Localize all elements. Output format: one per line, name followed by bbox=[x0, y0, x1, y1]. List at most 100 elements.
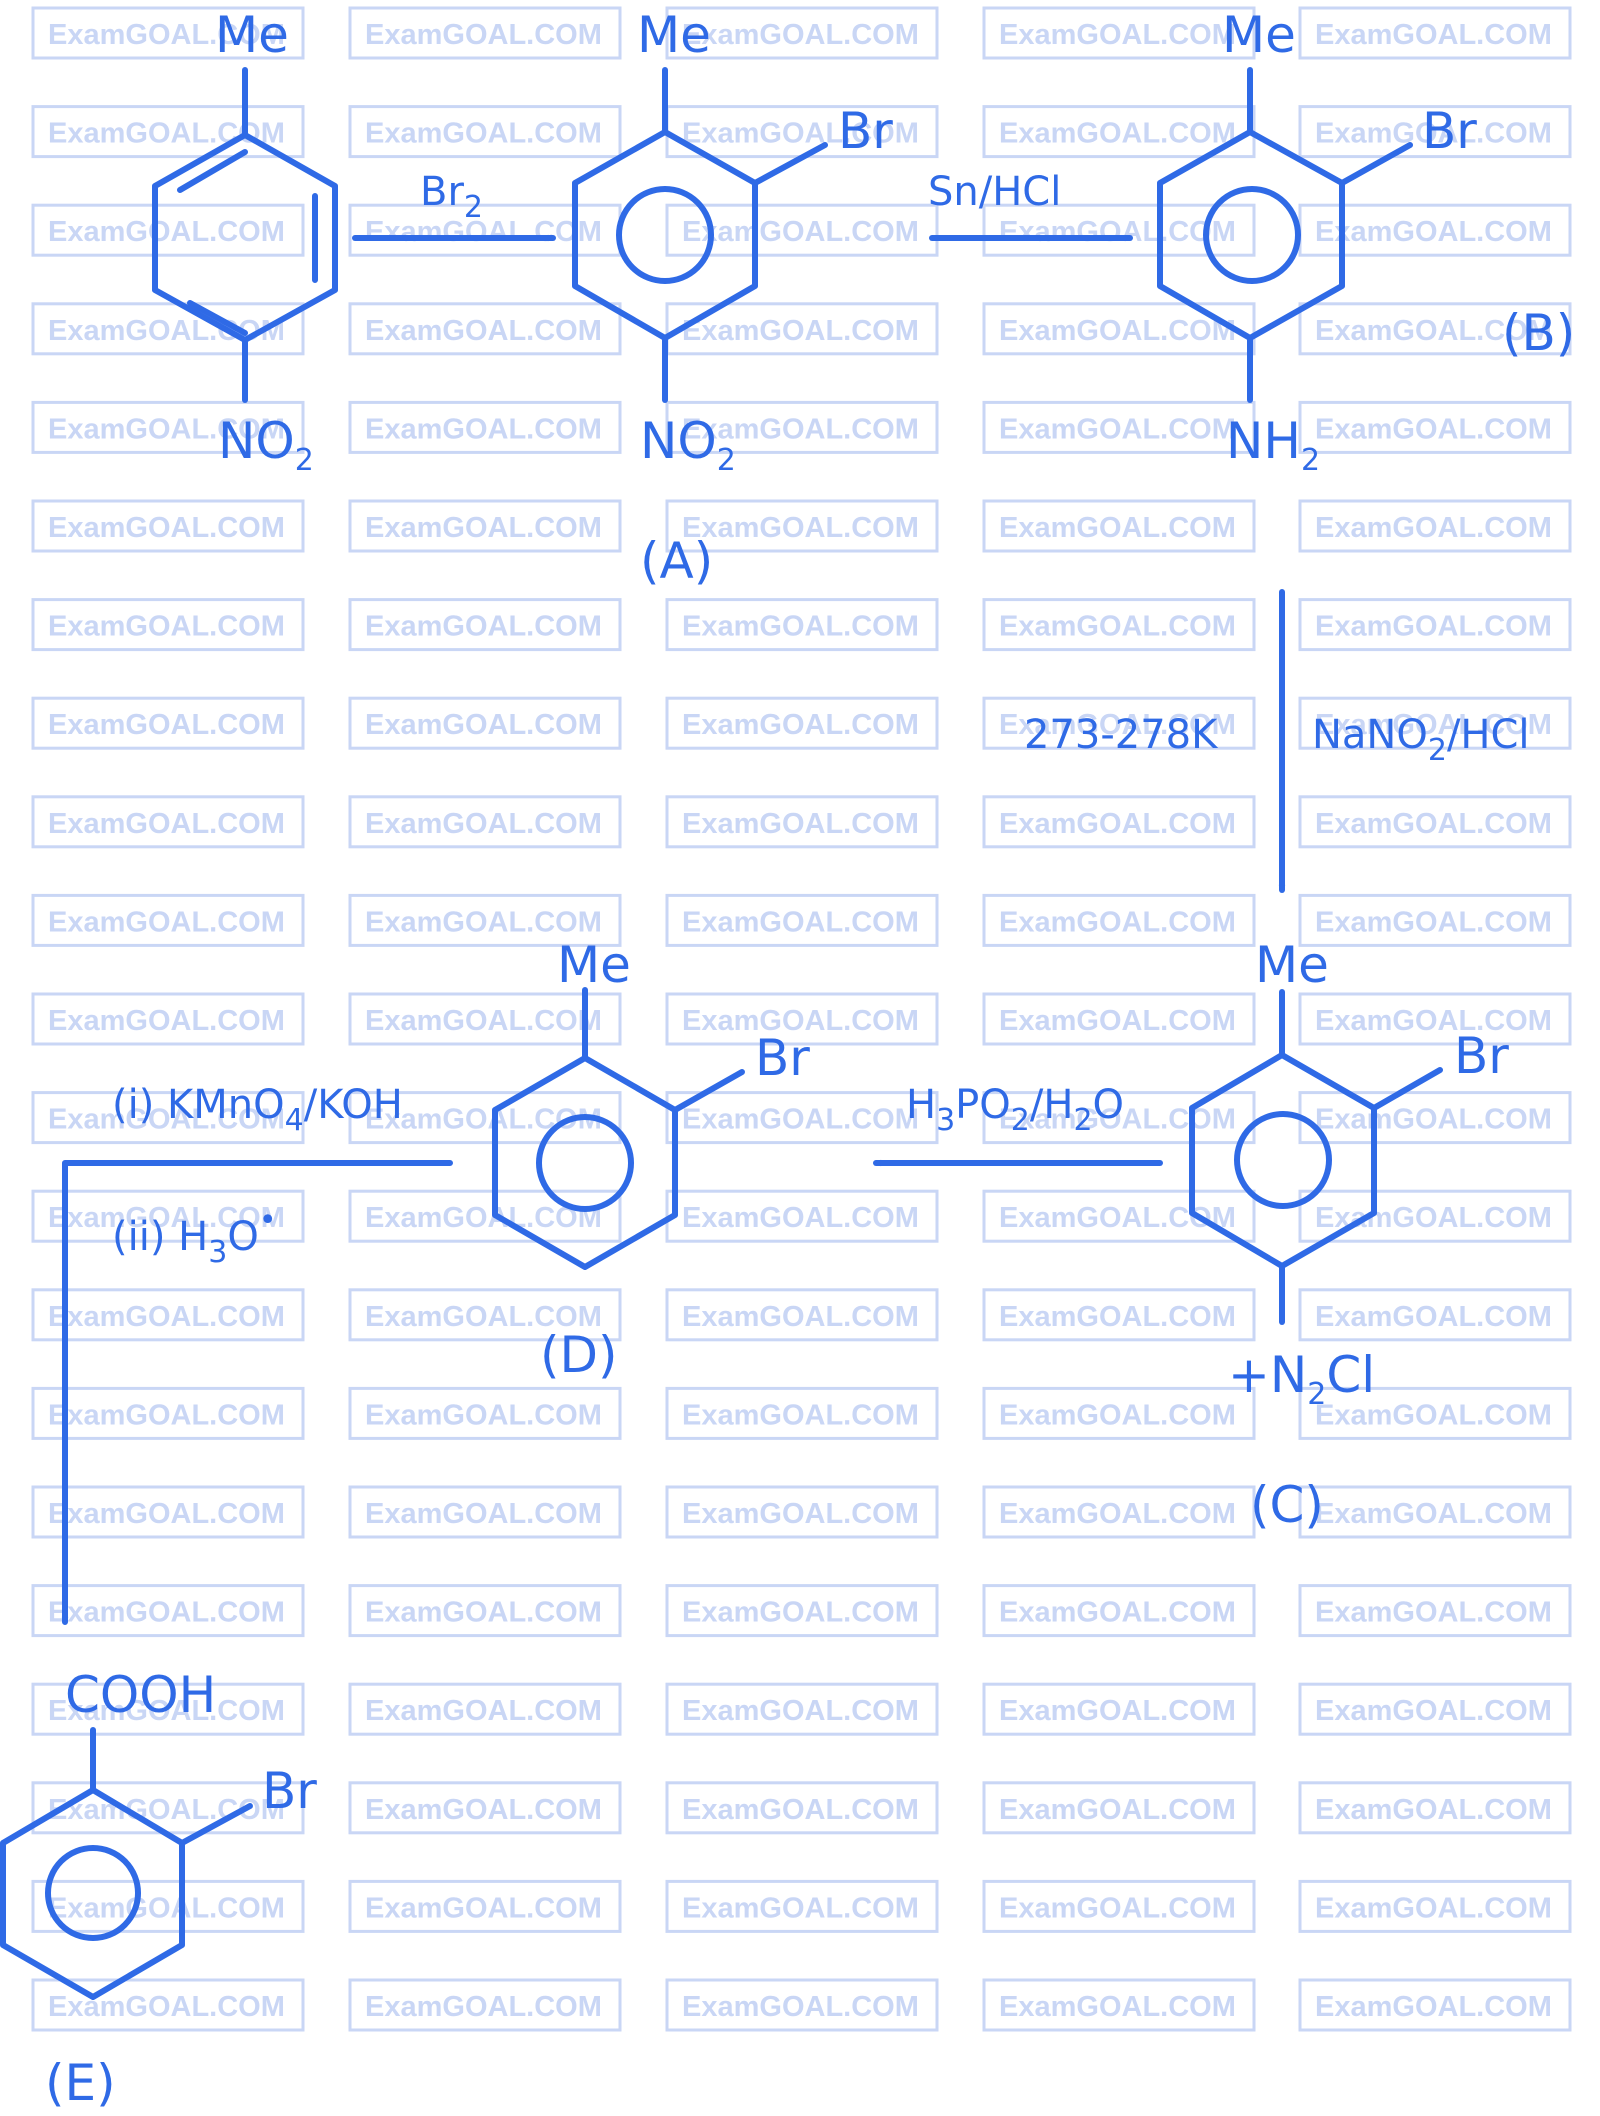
watermark-text: ExamGOAL.COM bbox=[999, 512, 1236, 544]
watermark-text: ExamGOAL.COM bbox=[365, 1202, 602, 1234]
watermark-tile: ExamGOAL.COM bbox=[348, 1584, 622, 1638]
watermark-text: ExamGOAL.COM bbox=[365, 1005, 602, 1037]
watermark-tile: ExamGOAL.COM bbox=[665, 203, 939, 257]
watermark-tile: ExamGOAL.COM bbox=[1298, 1189, 1572, 1243]
watermark-tile: ExamGOAL.COM bbox=[665, 598, 939, 652]
benzene-ring bbox=[0, 1787, 185, 2000]
reaction-temperature: 273-278K bbox=[1024, 712, 1219, 758]
reagent-kmno4-koh: (i) KMnO4/KOH bbox=[112, 1082, 403, 1138]
watermark-text: ExamGOAL.COM bbox=[682, 1399, 919, 1431]
watermark-tile: ExamGOAL.COM bbox=[982, 696, 1256, 750]
watermark-text: ExamGOAL.COM bbox=[999, 808, 1236, 840]
watermark-text: ExamGOAL.COM bbox=[48, 19, 285, 51]
watermark-tile: ExamGOAL.COM bbox=[348, 1781, 622, 1835]
nitro-label: NO2 bbox=[218, 412, 314, 478]
watermark-tile: ExamGOAL.COM bbox=[1298, 696, 1572, 750]
watermark-text: ExamGOAL.COM bbox=[48, 1498, 285, 1530]
watermark-tile: ExamGOAL.COM bbox=[1298, 105, 1572, 159]
watermark-text: ExamGOAL.COM bbox=[365, 1794, 602, 1826]
compound-D: Me Br (D) bbox=[492, 936, 810, 1384]
watermark-text: ExamGOAL.COM bbox=[999, 1005, 1236, 1037]
methyl-label: Me bbox=[1222, 6, 1296, 64]
watermark-tile: ExamGOAL.COM bbox=[348, 1682, 622, 1736]
watermark-text: ExamGOAL.COM bbox=[1315, 1695, 1552, 1727]
watermark-tile: ExamGOAL.COM bbox=[31, 1386, 305, 1440]
watermark-tile: ExamGOAL.COM bbox=[31, 1879, 305, 1933]
watermark-text: ExamGOAL.COM bbox=[48, 1597, 285, 1629]
watermark-text: ExamGOAL.COM bbox=[1315, 808, 1552, 840]
watermark-text: ExamGOAL.COM bbox=[999, 1301, 1236, 1333]
compound-A-label: (A) bbox=[640, 532, 713, 590]
bromine-label: Br bbox=[262, 1762, 317, 1820]
compound-C-label: (C) bbox=[1250, 1476, 1324, 1534]
watermark-text: ExamGOAL.COM bbox=[999, 1892, 1236, 1924]
watermark-tile: ExamGOAL.COM bbox=[348, 1978, 622, 2032]
watermark-tile: ExamGOAL.COM bbox=[1298, 499, 1572, 553]
watermark-tile: ExamGOAL.COM bbox=[31, 696, 305, 750]
watermark-text: ExamGOAL.COM bbox=[365, 1399, 602, 1431]
watermark-tile: ExamGOAL.COM bbox=[1298, 1781, 1572, 1835]
watermark-text: ExamGOAL.COM bbox=[682, 1892, 919, 1924]
watermark-text: ExamGOAL.COM bbox=[1315, 413, 1552, 445]
watermark-text: ExamGOAL.COM bbox=[365, 118, 602, 150]
watermark-text: ExamGOAL.COM bbox=[682, 1991, 919, 2023]
watermark-tile: ExamGOAL.COM bbox=[665, 1386, 939, 1440]
watermark-tile: ExamGOAL.COM bbox=[665, 992, 939, 1046]
watermark-tile: ExamGOAL.COM bbox=[348, 893, 622, 947]
watermark-text: ExamGOAL.COM bbox=[999, 1498, 1236, 1530]
reagent-h3po2-h2o: H3PO2/H2O bbox=[906, 1082, 1124, 1138]
watermark-text: ExamGOAL.COM bbox=[48, 1399, 285, 1431]
methyl-label: Me bbox=[1255, 936, 1329, 994]
watermark-tile: ExamGOAL.COM bbox=[1298, 1386, 1572, 1440]
watermark-tile: ExamGOAL.COM bbox=[982, 302, 1256, 356]
watermark-tile: ExamGOAL.COM bbox=[31, 1584, 305, 1638]
bromine-label: Br bbox=[1422, 102, 1477, 160]
watermark-tile: ExamGOAL.COM bbox=[348, 105, 622, 159]
watermark-tile: ExamGOAL.COM bbox=[665, 893, 939, 947]
watermark-text: ExamGOAL.COM bbox=[682, 413, 919, 445]
watermark-tile: ExamGOAL.COM bbox=[665, 499, 939, 553]
watermark-tile: ExamGOAL.COM bbox=[31, 203, 305, 257]
watermark-tile: ExamGOAL.COM bbox=[348, 1288, 622, 1342]
watermark-text: ExamGOAL.COM bbox=[999, 19, 1236, 51]
watermark-tile: ExamGOAL.COM bbox=[1298, 203, 1572, 257]
reagent-sn-hcl: Sn/HCl bbox=[928, 169, 1061, 215]
reaction-step-5: (i) KMnO4/KOH (ii) H3O• bbox=[65, 1082, 453, 1625]
bond-to-bromine bbox=[672, 1069, 745, 1113]
watermark-tile: ExamGOAL.COM bbox=[982, 6, 1256, 60]
watermark-tile: ExamGOAL.COM bbox=[348, 400, 622, 454]
reaction-step-1: Br2 bbox=[352, 169, 556, 238]
watermark-tile: ExamGOAL.COM bbox=[348, 1386, 622, 1440]
watermark-text: ExamGOAL.COM bbox=[682, 1104, 919, 1136]
watermark-tile: ExamGOAL.COM bbox=[1298, 1288, 1572, 1342]
watermark-text: ExamGOAL.COM bbox=[682, 512, 919, 544]
watermark-tile: ExamGOAL.COM bbox=[982, 1682, 1256, 1736]
bond-to-bromine bbox=[179, 1803, 253, 1846]
watermark-text: ExamGOAL.COM bbox=[48, 906, 285, 938]
compound-C: Me Br +N2Cl (C) bbox=[1189, 936, 1509, 1534]
compound-start: Me NO2 bbox=[152, 6, 338, 478]
watermark-text: ExamGOAL.COM bbox=[999, 709, 1236, 741]
watermark-text: ExamGOAL.COM bbox=[48, 512, 285, 544]
reaction-step-4: H3PO2/H2O bbox=[873, 1082, 1163, 1163]
benzene-ring bbox=[1189, 1052, 1377, 1269]
reaction-arrow-5 bbox=[65, 1160, 453, 1625]
watermark-text: ExamGOAL.COM bbox=[999, 1597, 1236, 1629]
watermark-text: ExamGOAL.COM bbox=[999, 315, 1236, 347]
watermark-tile: ExamGOAL.COM bbox=[665, 1485, 939, 1539]
watermark-text: ExamGOAL.COM bbox=[999, 413, 1236, 445]
watermark-tile: ExamGOAL.COM bbox=[31, 795, 305, 849]
watermark-text: ExamGOAL.COM bbox=[1315, 1794, 1552, 1826]
watermark-text: ExamGOAL.COM bbox=[682, 1301, 919, 1333]
reagent-h3o-plus: (ii) H3O• bbox=[112, 1203, 277, 1270]
bromine-label: Br bbox=[1454, 1027, 1509, 1085]
watermark-text: ExamGOAL.COM bbox=[999, 1794, 1236, 1826]
watermark-tile: ExamGOAL.COM bbox=[982, 1781, 1256, 1835]
watermark-tile: ExamGOAL.COM bbox=[348, 1485, 622, 1539]
watermark-tile: ExamGOAL.COM bbox=[348, 1189, 622, 1243]
aromatic-circle bbox=[616, 186, 714, 284]
watermark-tile: ExamGOAL.COM bbox=[1298, 1485, 1572, 1539]
watermark-tile: ExamGOAL.COM bbox=[1298, 893, 1572, 947]
watermark-text: ExamGOAL.COM bbox=[1315, 1005, 1552, 1037]
watermark-text: ExamGOAL.COM bbox=[999, 216, 1236, 248]
